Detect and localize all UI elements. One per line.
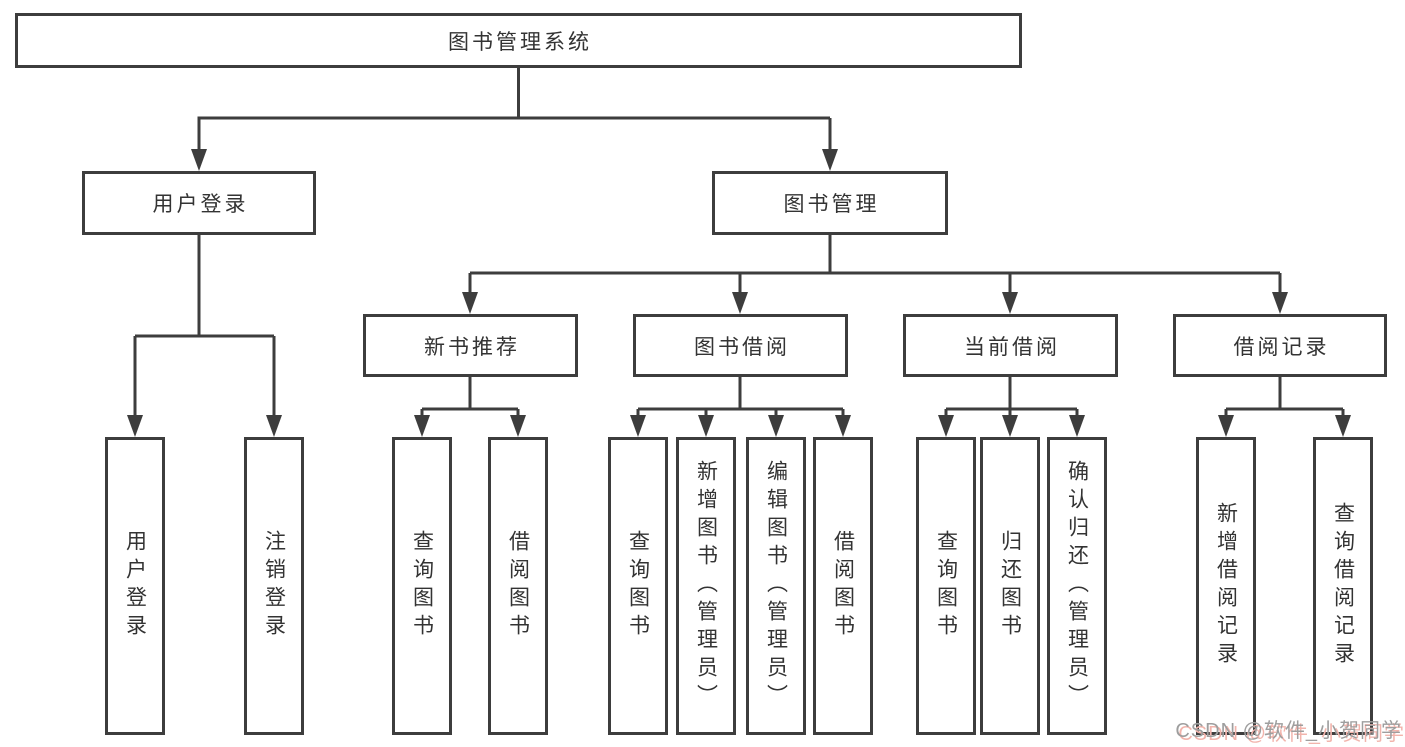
leaf-return-books: 归还图书 [980,437,1040,735]
leaf-query-borrow-record: 查询借阅记录 [1313,437,1373,735]
node-label: 借阅图书 [506,530,530,642]
node-label: 用户登录 [123,530,147,642]
node-label: 图书管理 [783,193,880,216]
node-new-book-recommendation: 新书推荐 [363,314,578,377]
node-label: 新书推荐 [424,335,520,359]
node-label: 借阅图书 [831,530,855,642]
node-label: 注销登录 [262,530,286,642]
node-label: 新增图书（管理员） [694,460,718,712]
csdn-watermark: CSDN @软件_小贺同学 [1175,720,1402,742]
node-label: 查询图书 [626,530,650,642]
node-label: 借阅记录 [1233,335,1330,359]
node-label: 查询借阅记录 [1331,502,1355,670]
node-label: 归还图书 [998,530,1022,642]
node-root-library-system: 图书管理系统 [15,13,1022,68]
node-label: 用户登录 [152,193,249,216]
leaf-add-books-admin: 新增图书（管理员） [676,437,736,735]
leaf-borrow-books: 借阅图书 [813,437,873,735]
leaf-query-books-borrow: 查询图书 [608,437,668,735]
node-book-management: 图书管理 [712,171,948,235]
leaf-edit-books-admin: 编辑图书（管理员） [746,437,806,735]
node-label: 当前借阅 [964,335,1060,359]
leaf-query-books-recommend: 查询图书 [392,437,452,735]
leaf-query-books-current: 查询图书 [916,437,976,735]
node-label: 图书管理系统 [448,30,592,54]
node-current-borrowing: 当前借阅 [903,314,1118,377]
leaf-confirm-return-admin: 确认归还（管理员） [1047,437,1107,735]
leaf-borrow-books-recommend: 借阅图书 [488,437,548,735]
node-label: 查询图书 [410,530,434,642]
node-user-login: 用户登录 [82,171,316,235]
leaf-user-login: 用户登录 [105,437,165,735]
node-label: 查询图书 [934,530,958,642]
node-borrowing-records: 借阅记录 [1173,314,1387,377]
node-book-borrowing: 图书借阅 [633,314,848,377]
leaf-logout: 注销登录 [244,437,304,735]
leaf-add-borrow-record: 新增借阅记录 [1196,437,1256,735]
node-label: 确认归还（管理员） [1065,460,1089,712]
node-label: 新增借阅记录 [1214,502,1238,670]
node-label: 编辑图书（管理员） [764,460,788,712]
node-label: 图书借阅 [694,335,790,359]
